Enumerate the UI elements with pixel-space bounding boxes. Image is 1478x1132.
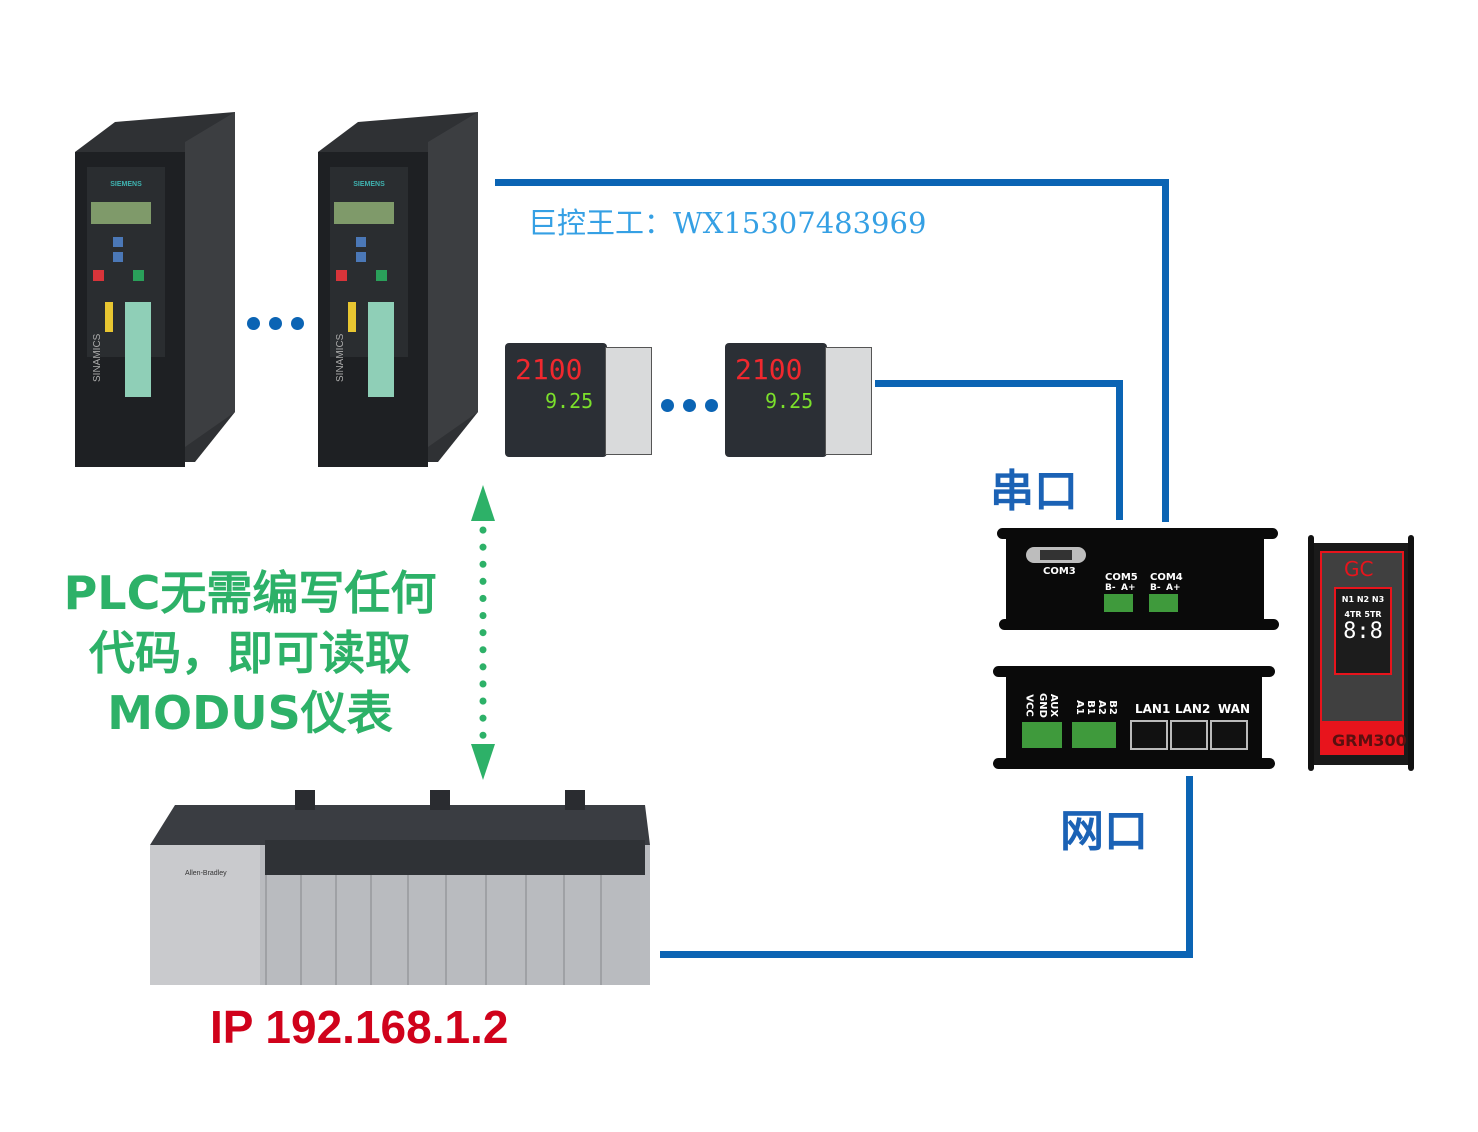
note-line-1: PLC无需编写任何 bbox=[63, 566, 437, 620]
ellipsis-dot bbox=[661, 399, 674, 412]
power-terminal[interactable] bbox=[1022, 722, 1062, 748]
pin-gnd: GND bbox=[1036, 693, 1048, 718]
note-line-2: 代码，即可读取 bbox=[89, 626, 411, 680]
meter-sv-display: 9.25 bbox=[765, 389, 814, 413]
wan-label: WAN bbox=[1218, 702, 1251, 716]
meter-pv-display: 2100 bbox=[515, 353, 583, 386]
gateway-bottom-rail bbox=[993, 758, 1275, 769]
bidirectional-arrow-icon bbox=[471, 485, 495, 780]
inverter-model-label: SINAMICS bbox=[335, 333, 346, 382]
module-display: 8:8 bbox=[1343, 619, 1383, 644]
watermark-text: 巨控王工：WX15307483969 bbox=[528, 206, 927, 240]
com4-label: COM4 bbox=[1150, 572, 1183, 583]
wire-inverters-to-gateway-v bbox=[1162, 179, 1169, 522]
plc-brand-label: Allen-Bradley bbox=[185, 870, 227, 877]
gateway-top-rail bbox=[997, 528, 1278, 539]
pin-b2: B2 bbox=[1106, 700, 1118, 715]
wire-inverters-to-gateway-h bbox=[495, 179, 1169, 186]
serial-port-label: 串口 bbox=[990, 466, 1078, 517]
inverter-model-label: SINAMICS bbox=[92, 333, 103, 382]
meter-pv-display: 2100 bbox=[735, 353, 803, 386]
com5-label: COM5 bbox=[1105, 572, 1138, 583]
wire-meters-to-gateway-v bbox=[1116, 380, 1123, 520]
indicator-n1: N1 bbox=[1341, 595, 1355, 604]
ellipsis-dot bbox=[269, 317, 282, 330]
inverter-2: SIEMENS SINAMICS bbox=[318, 112, 478, 467]
plc-ip-address: IP 192.168.1.2 bbox=[210, 1001, 509, 1053]
plc-rack: Allen-Bradley bbox=[150, 790, 650, 985]
gateway-bottom-rail bbox=[993, 666, 1275, 677]
com4-terminal[interactable] bbox=[1149, 594, 1178, 612]
com5-terminal[interactable] bbox=[1104, 594, 1133, 612]
indicator-5tr: 5TR bbox=[1364, 610, 1382, 619]
module-logo: GC bbox=[1344, 557, 1374, 581]
lan2-label: LAN2 bbox=[1175, 702, 1211, 716]
note-line-3: MODUS仪表 bbox=[107, 686, 393, 740]
com5-pin-a: A+ bbox=[1121, 583, 1136, 593]
bus-terminal[interactable] bbox=[1072, 722, 1116, 748]
pin-aux: AUX bbox=[1048, 693, 1060, 718]
indicator-n3: N3 bbox=[1371, 595, 1385, 604]
wire-meters-to-gateway-h bbox=[875, 380, 1123, 387]
com5-pin-b: B- bbox=[1105, 583, 1116, 593]
ellipsis-dot bbox=[247, 317, 260, 330]
pin-a2: A2 bbox=[1095, 700, 1107, 715]
meter-1: 2100 9.25 bbox=[505, 343, 653, 459]
indicator-n2: N2 bbox=[1356, 595, 1370, 604]
lan1-label: LAN1 bbox=[1135, 702, 1171, 716]
lan1-port[interactable] bbox=[1130, 720, 1168, 750]
module-model: GRM300 bbox=[1332, 731, 1407, 750]
inverter-brand-label: SIEMENS bbox=[110, 181, 142, 188]
network-port-label: 网口 bbox=[1060, 806, 1148, 857]
gateway-top-rail bbox=[999, 619, 1279, 630]
ellipsis-dot bbox=[291, 317, 304, 330]
com3-label: COM3 bbox=[1043, 566, 1076, 577]
module-indicator-panel: N1 N2 N3 4TR 5TR 8:8 bbox=[1334, 587, 1392, 675]
wire-gateway-to-plc-h bbox=[660, 951, 1193, 958]
db9-connector-icon bbox=[1026, 547, 1086, 563]
ellipsis-dot bbox=[705, 399, 718, 412]
pin-b1: B1 bbox=[1084, 700, 1096, 715]
meter-sv-display: 9.25 bbox=[545, 389, 594, 413]
pin-vcc: VCC bbox=[1023, 694, 1035, 717]
lan2-port[interactable] bbox=[1170, 720, 1208, 750]
inverter-brand-label: SIEMENS bbox=[353, 181, 385, 188]
inverter-1: SIEMENS SINAMICS bbox=[75, 112, 235, 467]
indicator-4tr: 4TR bbox=[1344, 610, 1362, 619]
com4-pin-b: B- bbox=[1150, 583, 1161, 593]
meter-2: 2100 9.25 bbox=[725, 343, 873, 459]
wan-port[interactable] bbox=[1210, 720, 1248, 750]
pin-a1: A1 bbox=[1073, 700, 1085, 715]
com4-pin-a: A+ bbox=[1166, 583, 1181, 593]
wire-gateway-to-plc-v bbox=[1186, 776, 1193, 958]
grm300-module: GC N1 N2 N3 4TR 5TR 8:8 GRM300 bbox=[1308, 535, 1414, 771]
ellipsis-dot bbox=[683, 399, 696, 412]
